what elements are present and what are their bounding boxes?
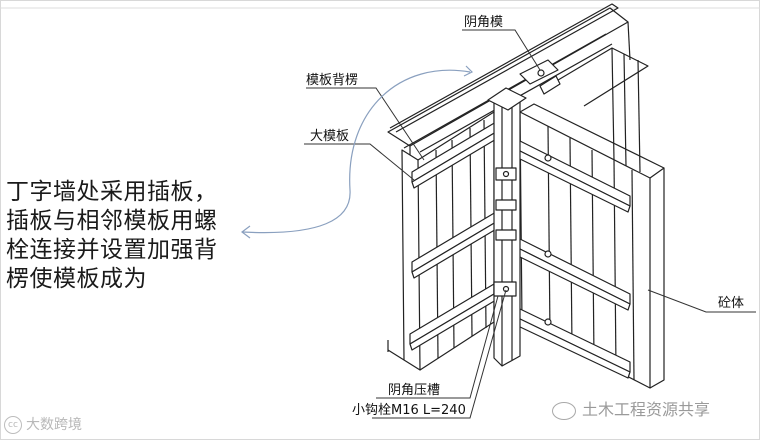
- description-text: 丁字墙处采用插板， 插板与相邻模板用螺 栓连接并设置加强背 楞使模板成为: [6, 178, 256, 294]
- corner-column: [487, 87, 527, 367]
- leader-corner-clamp: [376, 295, 499, 399]
- label-form-back-rib: 模板背楞: [306, 73, 358, 88]
- label-large-form: 大模板: [310, 129, 349, 144]
- leader-form-back-rib: [306, 87, 425, 161]
- creative-commons-icon: cc: [4, 416, 22, 434]
- description-line: 丁字墙处采用插板，: [6, 179, 218, 205]
- description-line: 栓连接并设置加强背: [6, 237, 218, 263]
- leader-lines: [304, 29, 756, 419]
- label-small-hook-bolt: 小钩栓M16 L=240: [352, 403, 466, 418]
- description-line: 插板与相邻模板用螺: [6, 208, 218, 234]
- rear-right-panel: [539, 47, 649, 173]
- label-concrete: 砼体: [718, 296, 744, 311]
- watermark-right: 土木工程资源共享: [552, 396, 710, 420]
- left-panel: [387, 111, 499, 371]
- right-panel: [517, 103, 665, 389]
- callout-arrow: [241, 65, 474, 239]
- formwork-drawing: [387, 3, 665, 389]
- leader-concrete: [647, 289, 756, 313]
- watermark-right-text: 土木工程资源共享: [582, 400, 711, 419]
- label-corner-clamp-slot: 阴角压槽: [388, 383, 440, 398]
- watermark-left-text: 大数跨境: [26, 417, 82, 433]
- description-line: 楞使模板成为: [6, 266, 147, 292]
- label-corner-form: 阴角模: [464, 15, 503, 30]
- leader-hook-bolt: [372, 289, 507, 419]
- leader-corner-form: [462, 29, 541, 71]
- leader-large-form: [304, 143, 415, 181]
- top-corner-block: [519, 59, 559, 85]
- wechat-bubble-icon: [552, 401, 576, 420]
